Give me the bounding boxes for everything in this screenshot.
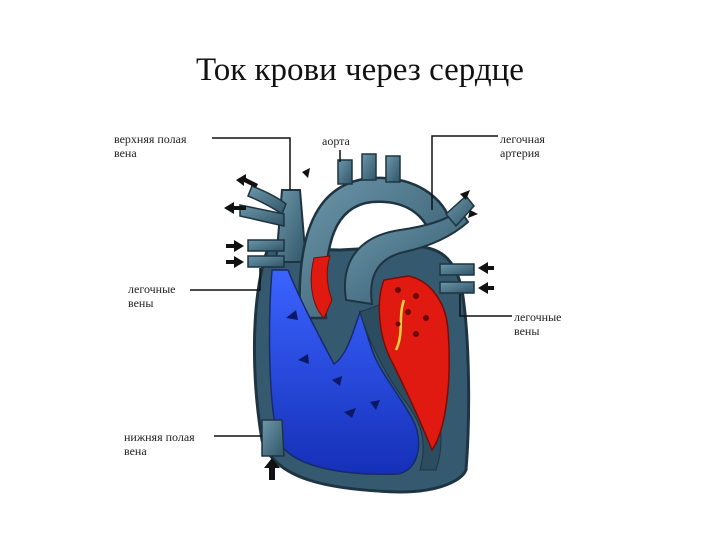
diagram-title: Ток крови через сердце: [196, 52, 524, 88]
leader-pv-left: [190, 268, 261, 291]
label-pulmonary-veins-right: легочные вены: [514, 310, 562, 338]
left-ventricle: [378, 275, 450, 452]
inferior-vena-cava: [261, 419, 285, 457]
arrow-pv-left-1-icon: [226, 240, 244, 252]
flow-arrows: [224, 168, 494, 480]
leader-pv-right: [459, 294, 512, 317]
mitral-valve: [394, 299, 406, 351]
leader-svc: [212, 137, 291, 190]
arrow-pa-1-icon: [460, 190, 470, 200]
pulmonary-vein-right-2: [439, 281, 475, 294]
arrow-pa-2-icon: [468, 210, 478, 218]
label-pulmonary-artery: легочная артерия: [500, 132, 545, 160]
pulmonary-vein-left-1: [247, 239, 285, 252]
pulmonary-artery-branch: [444, 194, 475, 228]
svc-branch-left: [239, 204, 285, 227]
aorta-branch-3: [385, 155, 401, 183]
arrow-aorta-upper-icon: [302, 168, 310, 178]
aorta-branch-1: [337, 159, 353, 185]
label-superior-vena-cava: верхняя полая вена: [114, 132, 187, 160]
pulmonary-vein-left-2: [247, 255, 285, 268]
label-inferior-vena-cava: нижняя полая вена: [124, 430, 195, 458]
venous-flow-marks: [286, 310, 380, 418]
arrow-pv-left-2-icon: [226, 256, 244, 268]
left-atrium: [310, 255, 333, 319]
arrow-svc-left-icon: [224, 202, 246, 214]
label-pulmonary-veins-left: легочные вены: [128, 282, 176, 310]
leader-lines: [190, 135, 512, 437]
pulmonary-vein-right-1: [439, 263, 475, 276]
arrow-pv-right-2-icon: [478, 282, 494, 294]
label-aorta: аорта: [322, 134, 350, 148]
arrow-svc-upper-icon: [236, 174, 258, 188]
arterial-flow-marks: [395, 287, 429, 337]
arrow-ivc-icon: [264, 458, 280, 480]
right-atrium-ventricle: [268, 269, 420, 475]
leader-pa: [431, 135, 498, 210]
aorta-branch-2: [361, 153, 377, 181]
arrow-pv-right-1-icon: [478, 262, 494, 274]
